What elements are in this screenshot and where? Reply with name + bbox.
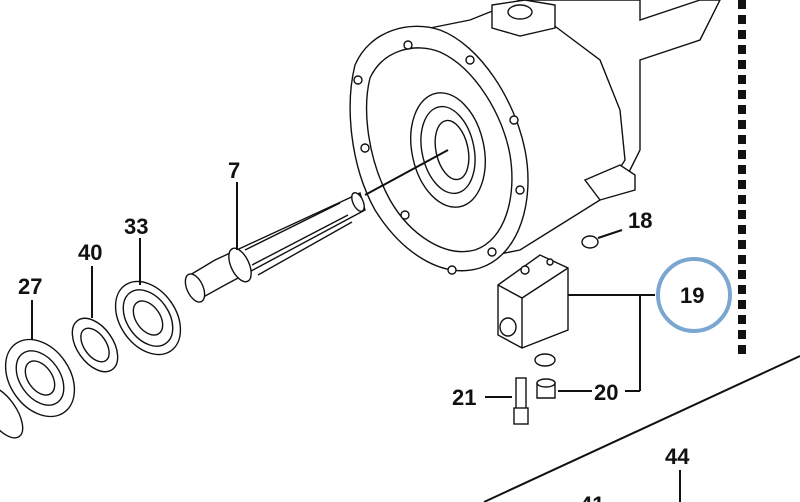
ring	[0, 338, 76, 439]
part-label-27: 27	[18, 274, 42, 299]
part-label-18: 18	[628, 208, 652, 233]
motor-housing	[349, 0, 721, 275]
part-label-41: 41	[580, 492, 604, 502]
plug	[534, 353, 592, 399]
leader-lines	[31, 182, 681, 502]
part-label-19: 19	[680, 283, 704, 308]
part-label-44: 44	[665, 444, 690, 469]
part-label-40: 40	[78, 240, 102, 265]
boundary-line	[483, 355, 800, 502]
part-label-20: 20	[594, 380, 618, 405]
part-label-7: 7	[228, 158, 240, 183]
part-label-33: 33	[124, 214, 148, 239]
part-label-21: 21	[452, 385, 476, 410]
highlight-circle	[656, 257, 732, 333]
valve-block	[497, 254, 640, 349]
bolt	[485, 377, 529, 425]
seal	[71, 317, 119, 373]
bearing	[114, 280, 182, 356]
screw-18	[581, 229, 623, 249]
shaft	[184, 149, 449, 303]
